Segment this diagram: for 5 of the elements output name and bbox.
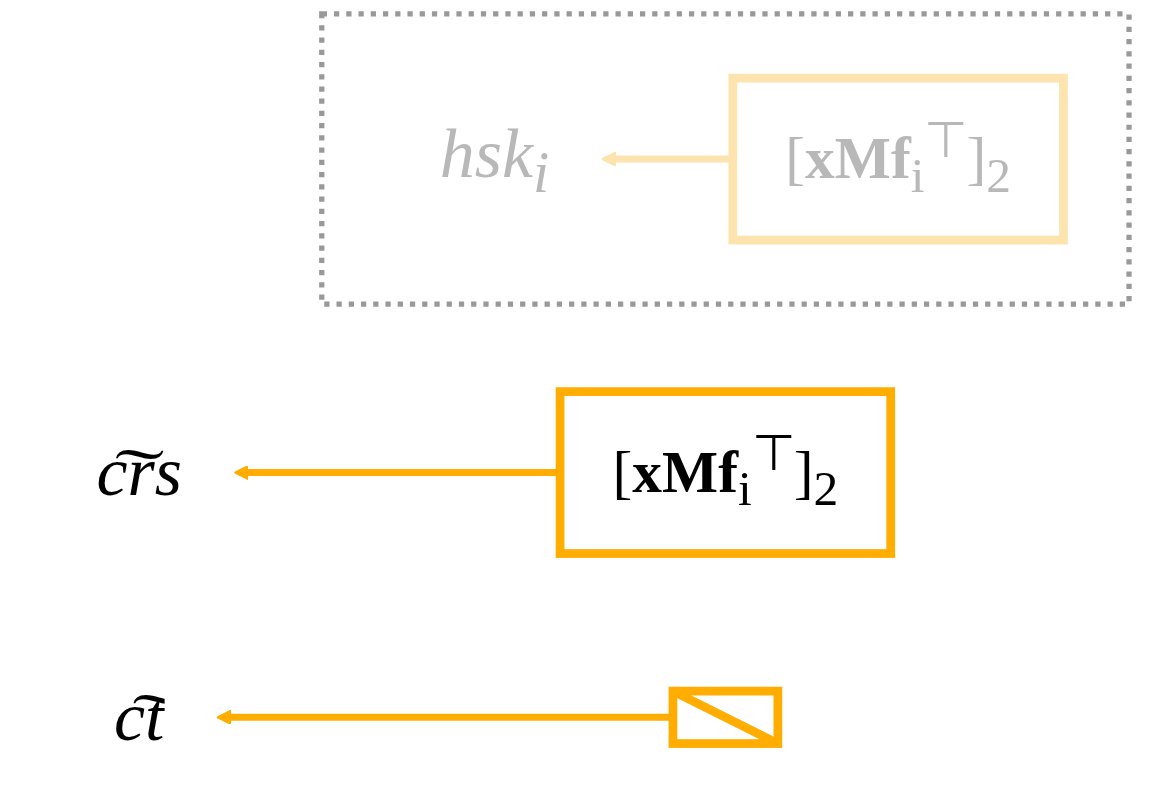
node-text: c͠rs xyxy=(96,432,182,512)
node-text: c͠t xyxy=(113,677,165,756)
node-text: hsk$_{i}$ xyxy=(439,113,550,205)
node-box: [xMf$_{i}$$^{⊤}$]$_{2}$ xyxy=(728,73,1068,245)
node-box: [xMf$_{i}$$^{⊤}$]$_{2}$ xyxy=(555,387,896,558)
